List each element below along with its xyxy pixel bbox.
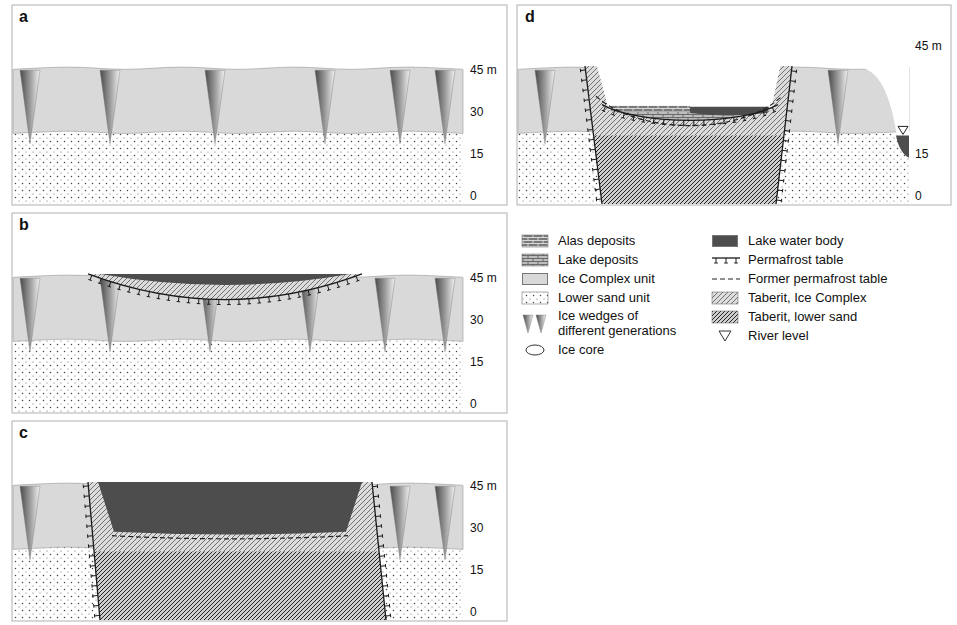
panel-b-section [13, 274, 463, 412]
depth-scale-label: 45 m [915, 40, 942, 54]
permafrost-ticks [83, 485, 99, 618]
river-valley-slope [858, 63, 909, 136]
river-level-symbol [898, 126, 908, 134]
ice-wedge [535, 70, 555, 144]
depth-scale-label: 45 m [470, 64, 497, 78]
legend-swatch [712, 235, 738, 247]
legend-text: River level [748, 329, 809, 344]
permafrost-table [372, 482, 386, 620]
depth-scale-label: 30 [470, 106, 483, 120]
panel-frame [12, 5, 507, 205]
alas-deposits [611, 106, 690, 112]
legend-pattern-swatch [522, 254, 548, 266]
permafrost-ticks [776, 70, 796, 203]
legend-text: Lake deposits [558, 253, 638, 268]
permafrost-table [585, 66, 602, 204]
legend-ice-core [526, 345, 544, 355]
ice-wedge [828, 70, 848, 144]
legend-river-level [719, 331, 731, 341]
depth-scale-label: 45 m [470, 480, 497, 494]
depth-scale-label: 0 [470, 606, 477, 620]
permafrost-ticks [88, 275, 359, 304]
legend-symbols [522, 235, 740, 355]
legend-ice-wedge [523, 315, 533, 333]
legend-text: Lower sand unit [558, 291, 650, 306]
ice-wedge [205, 70, 225, 144]
ice-wedge [100, 70, 120, 144]
ice-wedge [20, 278, 40, 352]
legend-text: Former permafrost table [748, 272, 887, 287]
legend-text: Ice wedges of different generations [558, 309, 682, 339]
panel-c-section [13, 482, 463, 620]
ice-wedge [20, 486, 40, 560]
panel-frame [12, 213, 507, 413]
depth-scale-label: 30 [470, 314, 483, 328]
legend-pattern-swatch [712, 311, 738, 323]
legend-ice-wedge [536, 315, 546, 333]
legend-text: Lake water body [748, 234, 843, 249]
lake-water-body [98, 482, 362, 535]
legend-text: Ice Complex unit [558, 272, 655, 287]
panel-letter: c [19, 424, 28, 442]
panel-a-section [13, 67, 463, 204]
ice-wedge [100, 278, 120, 352]
former-permafrost-table [596, 96, 782, 125]
depth-scale-label: 15 [915, 148, 928, 162]
permafrost-table [88, 274, 362, 300]
legend-swatch [522, 273, 548, 285]
legend-text: Permafrost table [748, 253, 843, 268]
depth-scale-label: 15 [470, 564, 483, 578]
lower-sand-unit [13, 130, 463, 204]
ice-wedge [435, 486, 455, 560]
panel-frame [12, 421, 507, 621]
depth-scale-label: 0 [470, 398, 477, 412]
ice-wedge [435, 278, 455, 352]
legend-pattern-swatch [522, 292, 548, 304]
former-permafrost-table [112, 536, 348, 539]
ice-wedge [20, 70, 40, 144]
depth-scale-label: 0 [915, 190, 922, 204]
lake-water-body [690, 107, 769, 116]
legend-text: Ice core [558, 343, 604, 358]
panel-frame [517, 5, 951, 205]
permafrost-table [602, 105, 778, 121]
legend-pattern-swatch [712, 292, 738, 304]
permafrost-table [88, 482, 100, 620]
ice-wedge [390, 70, 410, 144]
legend-text: Taberit, lower sand [748, 310, 857, 325]
depth-scale-label: 0 [470, 190, 477, 204]
depth-scale-label: 45 m [470, 272, 497, 286]
panel-letter: b [19, 216, 29, 234]
taberit-ice-complex [88, 482, 379, 551]
permafrost-ticks [714, 258, 738, 263]
legend-text: Alas deposits [558, 234, 635, 249]
depth-scale-label: 30 [470, 522, 483, 536]
panel-letter: a [19, 8, 28, 26]
permafrost-ticks [580, 69, 601, 202]
permafrost-table [776, 66, 792, 204]
thermokarst-basin [596, 63, 781, 111]
ice-wedge [390, 486, 410, 560]
permafrost-ticks [372, 484, 390, 617]
taberit-ice-complex [88, 274, 362, 300]
legend-text: Taberit, Ice Complex [748, 291, 867, 306]
ice-wedge [435, 70, 455, 144]
taberit-lower-sand [88, 482, 386, 620]
lower-sand-unit [13, 338, 463, 412]
river-water [896, 135, 909, 157]
former-permafrost-table [712, 278, 740, 279]
panel-letter: d [525, 8, 535, 26]
ice-wedge [375, 278, 395, 352]
legend-pattern-swatch [522, 235, 548, 247]
ice-wedge [315, 70, 335, 144]
depth-scale-label: 15 [470, 356, 483, 370]
panel-d-section [518, 63, 909, 204]
lake-water-body [100, 274, 350, 285]
depth-scale-label: 15 [470, 148, 483, 162]
